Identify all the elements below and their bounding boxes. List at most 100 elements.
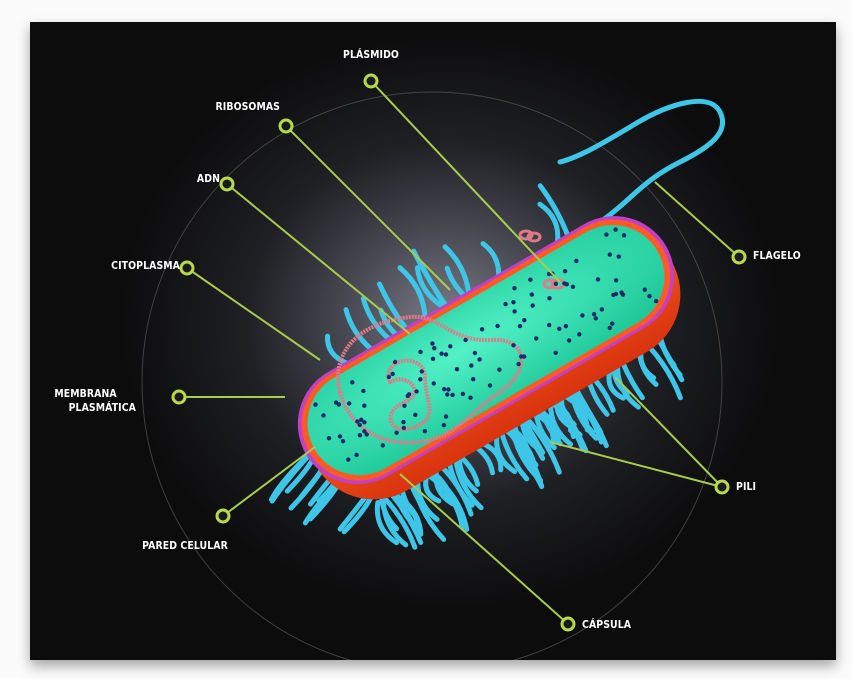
ribosome-dot [402, 404, 406, 408]
ribosome-dot [402, 426, 406, 430]
ribosome-dot [600, 307, 604, 311]
ribosome-dot [346, 457, 350, 461]
ribosome-dot [614, 278, 618, 282]
ribosome-dot [432, 346, 436, 350]
ribosome-dot [347, 401, 351, 405]
label-citoplasma: CITOPLASMA [95, 259, 180, 273]
ribosome-dot [354, 453, 358, 457]
ribosome-dot [565, 282, 569, 286]
label-adn: ADN [161, 172, 221, 186]
ribosome-dot [530, 292, 534, 296]
ribosome-dot [567, 338, 571, 342]
pilus [483, 244, 499, 276]
ribosome-dot [534, 336, 538, 340]
ribosome-dot [512, 286, 516, 290]
ribosome-dot [361, 389, 365, 393]
ribosome-dot [512, 309, 516, 313]
label-membrana-line1: MEMBRANA [54, 387, 136, 401]
ribosome-dot [613, 227, 617, 231]
ribosome-dot [362, 404, 366, 408]
ribosome-dot [461, 392, 465, 396]
label-membrana-plasmatica: MEMBRANA PLASMÁTICA [54, 387, 136, 415]
ribosome-dot [358, 433, 362, 437]
ribosome-dot [497, 368, 501, 372]
ribosome-dot [338, 434, 342, 438]
ribosome-dot [511, 300, 515, 304]
ribosome-dot [431, 357, 435, 361]
ribosome-dot [480, 327, 484, 331]
label-pili: PILI [736, 480, 770, 494]
ribosome-dot [358, 423, 362, 427]
label-ribosomas: RIBOSOMAS [195, 100, 280, 114]
ribosome-dot [473, 351, 477, 355]
ribosome-dot [420, 369, 424, 373]
ribosome-dot [414, 389, 418, 393]
ribosome-dot [418, 377, 422, 381]
ribosome-dot [554, 282, 558, 286]
ribosome-dot [442, 423, 446, 427]
ribosome-dot [511, 343, 515, 347]
ribosome-dot [621, 293, 625, 297]
ribosome-dot [563, 269, 567, 273]
ribosome-dot [327, 436, 331, 440]
label-pared-celular: PARED CELULAR [138, 539, 232, 553]
ribosome-dot [432, 381, 436, 385]
ribosome-dot [643, 288, 647, 292]
ribosome-dot [334, 400, 338, 404]
ribosome-dot [401, 420, 405, 424]
ribosome-dot [463, 338, 467, 342]
ribosome-dot [622, 233, 626, 237]
ribosome-dot [495, 324, 499, 328]
ribosome-dot [522, 318, 526, 322]
diagram-panel: PLÁSMIDO RIBOSOMAS ADN CITOPLASMA MEMBRA… [30, 22, 836, 660]
ribosome-dot [528, 278, 532, 282]
ribosome-dot [413, 413, 417, 417]
ribosome-dot [594, 316, 598, 320]
ribosome-dot [518, 324, 522, 328]
ribosome-dot [574, 259, 578, 263]
ribosome-dot [450, 393, 454, 397]
ribosome-dot [448, 344, 452, 348]
ribosome-dot [547, 323, 551, 327]
label-membrana-line2: PLASMÁTICA [54, 401, 136, 415]
ribosome-dot [394, 431, 398, 435]
ribosome-dot [617, 254, 621, 258]
ribosome-dot [516, 362, 520, 366]
ribosome-dot [571, 285, 575, 289]
label-capsula: CÁPSULA [582, 618, 650, 632]
ribosome-dot [519, 354, 523, 358]
ribosome-dot [564, 324, 568, 328]
ribosome-dot [444, 414, 448, 418]
ribosome-dot [391, 372, 395, 376]
ribosome-dot [608, 326, 612, 330]
pilus [639, 352, 656, 385]
ribosome-dot [468, 396, 472, 400]
bacteria-illustration [30, 22, 836, 660]
ribosome-dot [471, 377, 475, 381]
ribosome-dot [406, 394, 410, 398]
ribosome-dot [313, 402, 317, 406]
ribosome-dot [604, 232, 608, 236]
ribosome-dot [418, 350, 422, 354]
ribosome-dot [423, 429, 427, 433]
ribosome-dot [442, 387, 446, 391]
ribosome-dot [647, 294, 651, 298]
ribosome-dot [654, 299, 658, 303]
ribosome-dot [381, 443, 385, 447]
ribosome-dot [445, 392, 449, 396]
ribosome-dot [557, 327, 561, 331]
ribosome-dot [387, 375, 391, 379]
ribosome-dot [341, 439, 345, 443]
ribosome-dot [554, 351, 558, 355]
ribosome-dot [439, 352, 443, 356]
label-plasmido: PLÁSMIDO [336, 48, 406, 62]
ribosome-dot [580, 313, 584, 317]
ribosome-dot [596, 277, 600, 281]
ribosome-dot [469, 363, 473, 367]
ribosome-dot [608, 252, 612, 256]
ribosome-dot [577, 332, 581, 336]
label-flagelo: FLAGELO [753, 249, 813, 263]
ribosome-dot [446, 387, 450, 391]
ribosome-dot [592, 312, 596, 316]
